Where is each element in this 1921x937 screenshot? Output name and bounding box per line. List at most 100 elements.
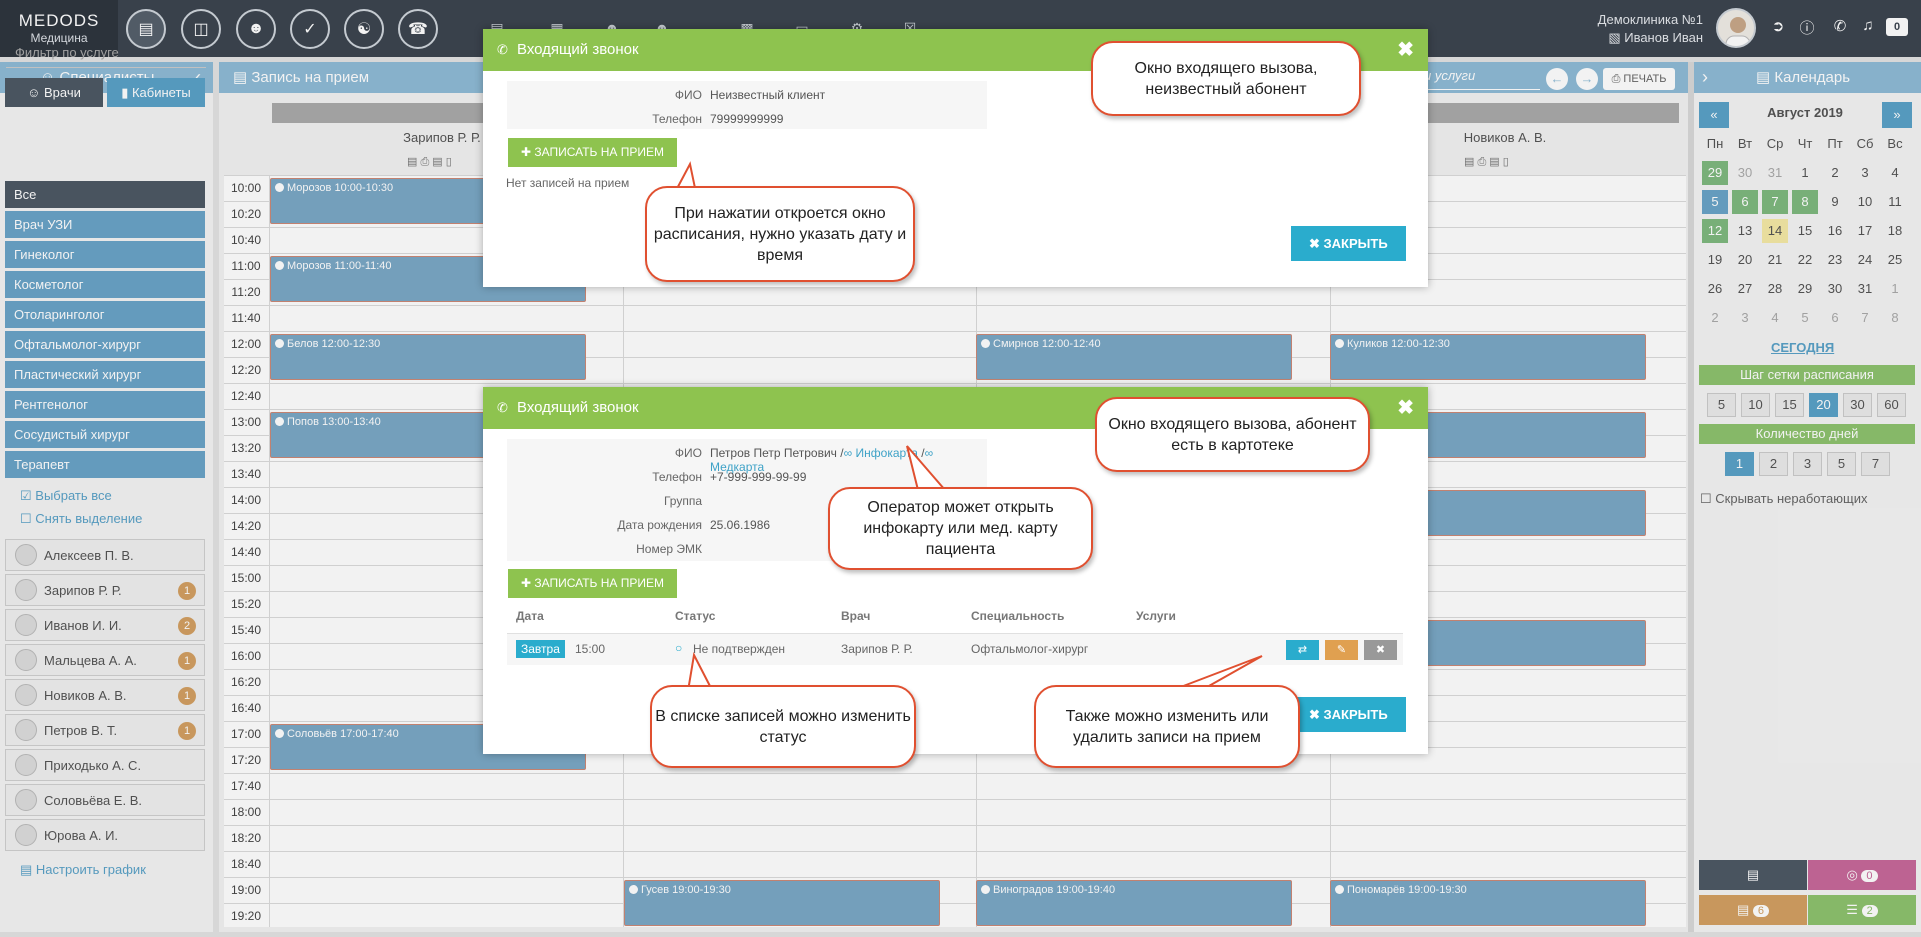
book-appointment-button[interactable]: ✚ ЗАПИСАТЬ НА ПРИЕМ (508, 138, 678, 167)
calendar-day[interactable]: 7 (1861, 310, 1869, 325)
appointment-block[interactable]: Белов 12:00-12:30 (270, 334, 586, 380)
move-icon[interactable]: ⇄ (1286, 640, 1319, 660)
calendar-day[interactable]: 23 (1827, 252, 1843, 267)
calendar-day[interactable]: 29 (1702, 161, 1728, 185)
calendar-day[interactable]: 1 (1891, 281, 1899, 296)
appointment-block[interactable]: Виноградов 19:00-19:40 (976, 880, 1292, 926)
next-day-icon[interactable]: → (1576, 68, 1598, 90)
select-all-link[interactable]: ☑ Выбрать все (20, 488, 112, 504)
calendar-day[interactable]: 27 (1737, 281, 1753, 296)
days-count-option[interactable]: 5 (1827, 452, 1856, 476)
specialty-item[interactable]: Косметолог (5, 271, 205, 298)
calendar-day[interactable]: 4 (1771, 310, 1779, 325)
calendar-day[interactable]: 9 (1831, 194, 1839, 209)
clinic-info[interactable]: Демоклиника №1 ▧ Иванов Иван (1598, 11, 1703, 47)
phone-icon[interactable]: ☎ (398, 9, 438, 49)
bell-icon[interactable]: ♫ (1862, 17, 1874, 34)
close-button[interactable]: ✖ ЗАКРЫТЬ (1291, 226, 1406, 261)
grid-step-option[interactable]: 5 (1707, 393, 1736, 417)
days-count-option[interactable]: 1 (1725, 452, 1754, 476)
deselect-link[interactable]: ☐ Снять выделение (20, 511, 142, 527)
today-link[interactable]: СЕГОДНЯ (1771, 340, 1835, 355)
calendar-day[interactable]: 1 (1801, 165, 1809, 180)
close-icon[interactable]: ✖ (1397, 39, 1414, 61)
calendar-day[interactable]: 12 (1702, 219, 1728, 243)
specialty-item[interactable]: Гинеколог (5, 241, 205, 268)
doctor-item[interactable]: Петров В. Т.1 (5, 714, 205, 746)
app-logo[interactable]: MEDODS Медицина (0, 0, 118, 57)
doctor-item[interactable]: Юрова А. И. (5, 819, 205, 851)
specialty-item[interactable]: Офтальмолог-хирург (5, 331, 205, 358)
calendar-day[interactable]: 26 (1707, 281, 1723, 296)
calendar-day[interactable]: 6 (1831, 310, 1839, 325)
calendar-day[interactable]: 30 (1827, 281, 1843, 296)
calendar-day[interactable]: 14 (1762, 219, 1788, 243)
calendar-day[interactable]: 25 (1887, 252, 1903, 267)
calendar-day[interactable]: 11 (1888, 194, 1902, 209)
calendar-day[interactable]: 19 (1707, 252, 1723, 267)
calendar-day[interactable]: 5 (1702, 190, 1728, 214)
bottom-calendar-button[interactable]: ▤ (1699, 860, 1807, 890)
infocard-link[interactable]: ∞ Инфокарта (844, 446, 918, 460)
journal-icon[interactable]: ▤ (126, 9, 166, 49)
client-icon[interactable]: ☻ (236, 9, 276, 49)
money-icon[interactable]: ◫ (181, 9, 221, 49)
service-search-input[interactable]: и услуги (1424, 68, 1540, 90)
setup-schedule-link[interactable]: ▤ Настроить график (20, 862, 146, 878)
appointment-block[interactable]: Соловьёв 17:00-17:40 (270, 724, 586, 770)
hide-nonworking-checkbox[interactable]: ☐ Скрывать неработающих (1700, 491, 1867, 507)
specialty-item[interactable]: Терапевт (5, 451, 205, 478)
specialty-item[interactable]: Пластический хирург (5, 361, 205, 388)
doctor-item[interactable]: Новиков А. В.1 (5, 679, 205, 711)
calendar-day[interactable]: 2 (1711, 310, 1719, 325)
specialty-item[interactable]: Сосудистый хирург (5, 421, 205, 448)
collapse-right-icon[interactable]: › (1702, 67, 1708, 87)
column-tools-icon[interactable]: ▤ ⎙ ▤ ▯ (1464, 156, 1509, 168)
appointment-block[interactable]: Пономарёв 19:00-19:30 (1330, 880, 1646, 926)
specialty-item[interactable]: Все (5, 181, 205, 208)
notification-badge[interactable]: 0 (1886, 18, 1908, 36)
specialty-item[interactable]: Врач УЗИ (5, 211, 205, 238)
days-count-option[interactable]: 2 (1759, 452, 1788, 476)
appointment-block[interactable]: Куликов 12:00-12:30 (1330, 334, 1646, 380)
edit-icon[interactable]: ✎ (1325, 640, 1358, 660)
doctor-item[interactable]: Алексеев П. В. (5, 539, 205, 571)
calendar-day[interactable]: 8 (1792, 190, 1818, 214)
calendar-day[interactable]: 22 (1797, 252, 1813, 267)
grid-step-option[interactable]: 30 (1843, 393, 1872, 417)
calendar-day[interactable]: 24 (1857, 252, 1873, 267)
calendar-day[interactable]: 6 (1732, 190, 1758, 214)
specialty-item[interactable]: Отоларинголог (5, 301, 205, 328)
print-button[interactable]: ⎙ ПЕЧАТЬ (1603, 68, 1675, 90)
calendar-day[interactable]: 18 (1887, 223, 1903, 238)
column-tools-icon[interactable]: ▤ ⎙ ▤ ▯ (407, 156, 452, 168)
call-icon[interactable]: ✆ (1833, 18, 1847, 35)
calendar-day[interactable]: 28 (1767, 281, 1783, 296)
service-filter-input[interactable]: Фильтр по услуге (6, 38, 206, 68)
calendar-day[interactable]: 3 (1861, 165, 1869, 180)
calendar-day[interactable]: 7 (1762, 190, 1788, 214)
logout-icon[interactable]: ➲ (1771, 18, 1785, 35)
specialty-item[interactable]: Рентгенолог (5, 391, 205, 418)
prev-month-button[interactable]: « (1699, 102, 1729, 128)
prev-day-icon[interactable]: ← (1546, 68, 1568, 90)
calendar-day[interactable]: 20 (1737, 252, 1753, 267)
doctor-item[interactable]: Мальцева А. А.1 (5, 644, 205, 676)
grid-step-option[interactable]: 20 (1809, 393, 1838, 417)
book-appointment-button[interactable]: ✚ ЗАПИСАТЬ НА ПРИЕМ (508, 569, 678, 598)
grid-step-option[interactable]: 60 (1877, 393, 1906, 417)
close-button[interactable]: ✖ ЗАКРЫТЬ (1291, 697, 1406, 732)
calendar-day[interactable]: 31 (1857, 281, 1873, 296)
appointment-block[interactable]: Гусев 19:00-19:30 (624, 880, 940, 926)
calendar-day[interactable]: 8 (1891, 310, 1899, 325)
collapse-icon[interactable]: ‹ (195, 67, 201, 87)
calendar-day[interactable]: 2 (1831, 165, 1839, 180)
medcard-link[interactable]: ∞ Медкарта (710, 446, 933, 474)
calendar-day[interactable]: 5 (1801, 310, 1809, 325)
calendar-day[interactable]: 17 (1857, 223, 1873, 238)
appointment-block[interactable]: Смирнов 12:00-12:40 (976, 334, 1292, 380)
doctor-item[interactable]: Приходько А. С. (5, 749, 205, 781)
close-icon[interactable]: ✖ (1397, 397, 1414, 419)
calendar-day[interactable]: 15 (1797, 223, 1813, 238)
bottom-list-button[interactable]: ☰ 2 (1808, 895, 1916, 925)
